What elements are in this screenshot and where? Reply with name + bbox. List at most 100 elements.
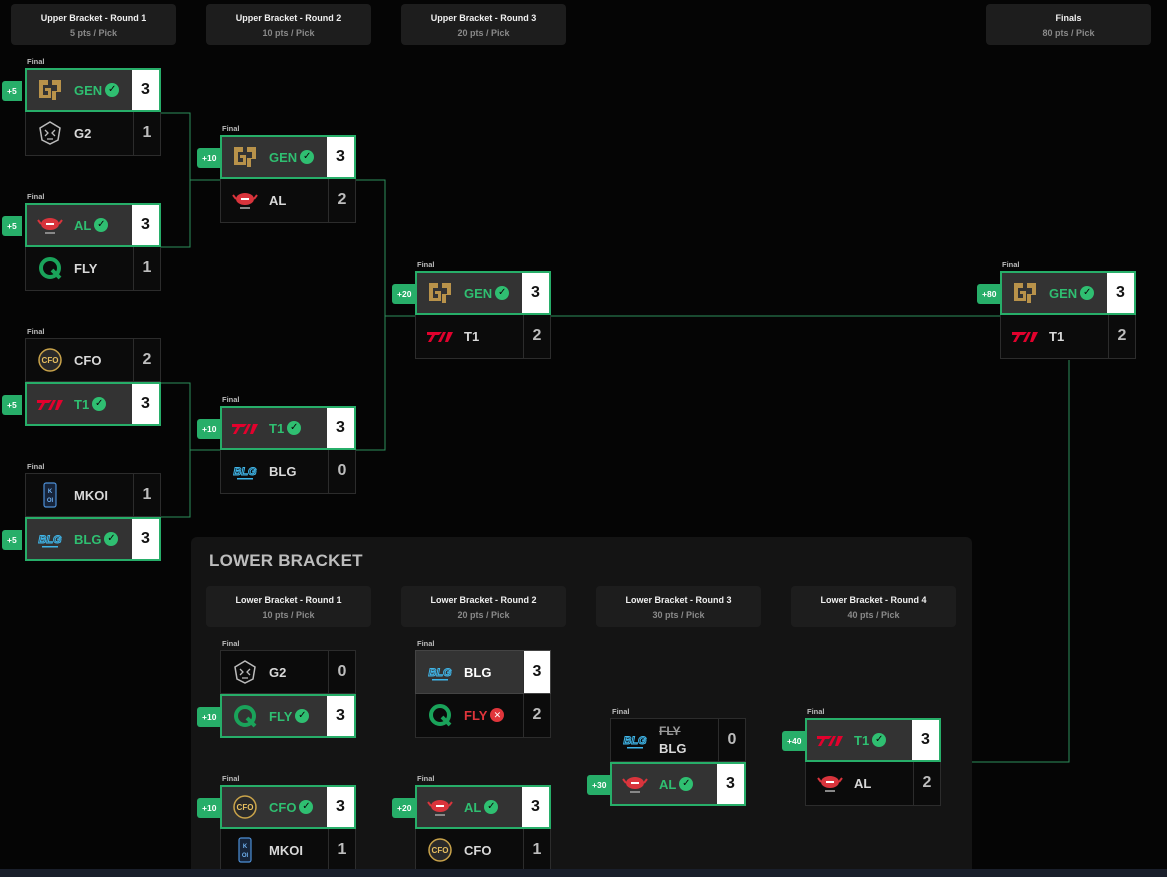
team-name: T1✓ bbox=[74, 397, 107, 412]
match-ub2-2[interactable]: Final T1✓ 3 BLG BLG 0 bbox=[220, 395, 356, 494]
team-score: 3 bbox=[1107, 273, 1134, 313]
match-status: Final bbox=[27, 462, 45, 471]
team-row[interactable]: CFO CFO✓ 3 bbox=[220, 785, 356, 829]
al-logo-icon bbox=[427, 800, 453, 816]
mkoi-logo-icon: KOI bbox=[238, 837, 252, 863]
round-points: 10 pts / Pick bbox=[262, 610, 315, 620]
team-name: T1✓ bbox=[269, 421, 302, 436]
team-row[interactable]: AL✓ 3 bbox=[25, 203, 161, 247]
match-status: Final bbox=[417, 260, 435, 269]
match-lb3-1[interactable]: Final BLG FLY BLG 0 AL✓ 3 bbox=[610, 707, 746, 806]
team-row[interactable]: CFO CFO 1 bbox=[415, 829, 551, 873]
round-header-ub1: Upper Bracket - Round 1 5 pts / Pick bbox=[11, 4, 176, 45]
team-score: 3 bbox=[912, 720, 939, 760]
team-name: G2 bbox=[74, 126, 92, 141]
team-row[interactable]: T1✓ 3 bbox=[25, 382, 161, 426]
team-name: BLG bbox=[659, 741, 687, 756]
match-status: Final bbox=[807, 707, 825, 716]
team-row[interactable]: G2 0 bbox=[220, 650, 356, 694]
blg-logo-icon: BLG bbox=[38, 534, 63, 548]
fly-logo-icon bbox=[39, 257, 62, 280]
team-row[interactable]: BLG FLY BLG 0 bbox=[610, 718, 746, 762]
match-ub1-2[interactable]: Final AL✓ 3 FLY 1 bbox=[25, 192, 161, 291]
round-header-finals: Finals 80 pts / Pick bbox=[986, 4, 1151, 45]
team-name: AL✓ bbox=[74, 218, 109, 233]
round-points: 30 pts / Pick bbox=[652, 610, 705, 620]
team-row[interactable]: BLG BLG 3 bbox=[415, 650, 551, 694]
svg-text:BLG: BLG bbox=[38, 534, 62, 546]
team-row[interactable]: GEN✓ 3 bbox=[415, 271, 551, 315]
team-score: 3 bbox=[132, 519, 159, 559]
match-lb2-2[interactable]: Final AL✓ 3 CFO CFO 1 bbox=[415, 774, 551, 873]
cross-icon: ✕ bbox=[490, 708, 505, 723]
team-name: CFO bbox=[464, 843, 492, 858]
team-row[interactable]: AL 2 bbox=[220, 179, 356, 223]
team-row[interactable]: GEN✓ 3 bbox=[220, 135, 356, 179]
team-row[interactable]: AL✓ 3 bbox=[415, 785, 551, 829]
match-status: Final bbox=[222, 395, 240, 404]
check-icon: ✓ bbox=[94, 218, 109, 233]
team-name: MKOI bbox=[74, 488, 108, 503]
team-row[interactable]: FLY✕ 2 bbox=[415, 694, 551, 738]
round-header-lb3: Lower Bracket - Round 3 30 pts / Pick bbox=[596, 586, 761, 627]
team-row[interactable]: CFO CFO 2 bbox=[25, 338, 161, 382]
match-final[interactable]: Final GEN✓ 3 T1 2 bbox=[1000, 260, 1136, 359]
team-name: FLY✕ bbox=[464, 708, 505, 723]
al-logo-icon bbox=[817, 776, 843, 792]
team-name: GEN✓ bbox=[269, 150, 315, 165]
team-row[interactable]: T1✓ 3 bbox=[220, 406, 356, 450]
team-row[interactable]: BLG BLG✓ 3 bbox=[25, 517, 161, 561]
team-name: MKOI bbox=[269, 843, 303, 858]
svg-text:OI: OI bbox=[242, 853, 249, 859]
mkoi-logo-icon: KOI bbox=[43, 482, 57, 508]
team-score: 3 bbox=[327, 408, 354, 448]
team-row[interactable]: G2 1 bbox=[25, 112, 161, 156]
blg-logo-icon: BLG bbox=[233, 466, 258, 480]
team-score: 0 bbox=[328, 450, 355, 493]
lower-bracket-title: LOWER BRACKET bbox=[209, 551, 363, 570]
check-icon: ✓ bbox=[1080, 286, 1095, 301]
team-score: 1 bbox=[133, 112, 160, 155]
points-badge: +5 bbox=[2, 81, 22, 101]
blg-logo-icon: BLG bbox=[428, 667, 453, 681]
team-row[interactable]: GEN✓ 3 bbox=[25, 68, 161, 112]
team-name: GEN✓ bbox=[74, 83, 120, 98]
team-row[interactable]: AL 2 bbox=[805, 762, 941, 806]
team-row[interactable]: FLY✓ 3 bbox=[220, 694, 356, 738]
team-row[interactable]: FLY 1 bbox=[25, 247, 161, 291]
team-score: 3 bbox=[327, 137, 354, 177]
team-row[interactable]: BLG BLG 0 bbox=[220, 450, 356, 494]
match-lb4-1[interactable]: Final T1✓ 3 AL 2 bbox=[805, 707, 941, 806]
team-row[interactable]: GEN✓ 3 bbox=[1000, 271, 1136, 315]
team-score: 1 bbox=[133, 474, 160, 516]
team-name: T1✓ bbox=[854, 733, 887, 748]
svg-text:K: K bbox=[48, 489, 53, 495]
gen-logo-icon bbox=[234, 147, 256, 167]
round-points: 10 pts / Pick bbox=[262, 28, 315, 38]
match-lb1-1[interactable]: Final G2 0 FLY✓ 3 bbox=[220, 639, 356, 738]
cfo-logo-icon: CFO bbox=[38, 348, 62, 372]
team-score: 2 bbox=[328, 179, 355, 222]
match-lb2-1[interactable]: Final BLG BLG 3 FLY✕ 2 bbox=[415, 639, 551, 738]
team-row[interactable]: AL✓ 3 bbox=[610, 762, 746, 806]
team-score: 0 bbox=[328, 651, 355, 693]
team-name: CFO✓ bbox=[269, 800, 314, 815]
match-ub1-1[interactable]: Final GEN✓ 3 G2 1 bbox=[25, 57, 161, 156]
team-score: 3 bbox=[523, 651, 550, 693]
match-ub3-1[interactable]: Final GEN✓ 3 T1 2 bbox=[415, 260, 551, 359]
team-row[interactable]: T1 2 bbox=[1000, 315, 1136, 359]
match-ub1-3[interactable]: Final CFO CFO 2 T1✓ 3 bbox=[25, 327, 161, 426]
team-row[interactable]: T1 2 bbox=[415, 315, 551, 359]
match-status: Final bbox=[222, 774, 240, 783]
team-row[interactable]: T1✓ 3 bbox=[805, 718, 941, 762]
cfo-logo-icon: CFO bbox=[233, 795, 257, 819]
fly-logo-icon bbox=[429, 704, 452, 727]
match-ub2-1[interactable]: Final GEN✓ 3 AL 2 bbox=[220, 124, 356, 223]
round-title: Lower Bracket - Round 2 bbox=[430, 595, 537, 605]
check-icon: ✓ bbox=[679, 777, 694, 792]
svg-text:BLG: BLG bbox=[428, 667, 452, 679]
